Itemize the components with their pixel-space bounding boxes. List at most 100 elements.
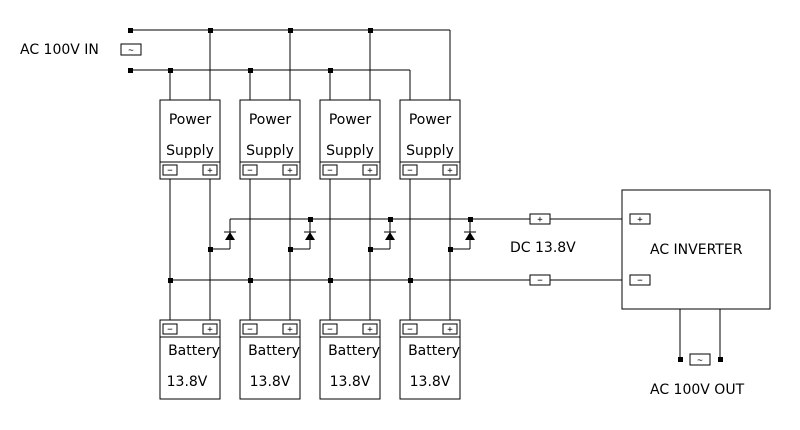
svg-text:−: − [167, 166, 173, 176]
minus-terminal [242, 164, 258, 176]
minus-terminal [322, 323, 338, 335]
svg-text:~: ~ [697, 356, 703, 366]
svg-text:+: + [367, 325, 373, 335]
power-supply-1: Power Supply − + [159, 99, 221, 180]
plus-terminal [629, 213, 651, 225]
svg-text:−: − [247, 325, 253, 335]
ac-input-wires [128, 28, 451, 100]
minus-terminal [629, 274, 651, 286]
svg-text:+: + [447, 166, 453, 176]
dc-bus-label: DC 13.8V [510, 240, 576, 256]
plus-terminal [442, 164, 458, 176]
svg-text:+: + [287, 325, 293, 335]
diode-symbol [224, 231, 236, 240]
svg-text:+: + [537, 215, 543, 225]
diode-symbol [464, 231, 476, 240]
junction-dot [388, 217, 393, 222]
battery-name: Battery [168, 343, 220, 359]
power-supply-label: Supply [326, 143, 374, 159]
junction-dot [448, 247, 453, 252]
battery-3: − + Battery 13.8V [319, 319, 381, 400]
battery-1: − + Battery 13.8V [159, 319, 221, 400]
power-supply-label: Power [409, 112, 452, 128]
plus-terminal [202, 164, 218, 176]
ac-out-label: AC 100V OUT [650, 382, 745, 398]
junction-dot [288, 28, 293, 33]
ac-output-wires [678, 309, 723, 362]
battery-voltage: 13.8V [167, 374, 208, 390]
junction-dot [248, 278, 253, 283]
power-supply-label: Supply [166, 143, 214, 159]
power-supply-4: Power Supply − + [399, 99, 461, 180]
junction-dot [328, 68, 333, 73]
svg-text:+: + [287, 166, 293, 176]
battery-4: − + Battery 13.8V [399, 319, 461, 400]
minus-terminal [162, 164, 178, 176]
battery-name: Battery [328, 343, 380, 359]
dc-minus-marker: − [529, 274, 551, 286]
battery-voltage: 13.8V [410, 374, 451, 390]
dc-plus-marker: + [529, 213, 551, 225]
battery-voltage: 13.8V [330, 374, 371, 390]
plus-terminal [282, 323, 298, 335]
battery-name: Battery [408, 343, 460, 359]
plus-terminal [282, 164, 298, 176]
plus-terminal [362, 164, 378, 176]
svg-text:−: − [637, 276, 643, 286]
power-supply-2: Power Supply − + [239, 99, 301, 180]
ac-out-terminal [718, 357, 723, 362]
junction-dot [328, 278, 333, 283]
minus-terminal [242, 323, 258, 335]
junction-dot [248, 68, 253, 73]
plus-terminal [442, 323, 458, 335]
power-supply-label: Supply [406, 143, 454, 159]
svg-text:−: − [407, 325, 413, 335]
svg-text:−: − [167, 325, 173, 335]
svg-text:+: + [207, 325, 213, 335]
ac-in-label: AC 100V IN [20, 42, 99, 58]
diode-symbol [384, 231, 396, 240]
junction-dot [468, 217, 473, 222]
dc-wiring [168, 179, 622, 320]
battery-2: − + Battery 13.8V [239, 319, 301, 400]
junction-dot [288, 247, 293, 252]
inverter-label: AC INVERTER [650, 242, 743, 258]
battery-name: Battery [248, 343, 300, 359]
junction-dot [208, 28, 213, 33]
plus-terminal [202, 323, 218, 335]
ac-in-symbol: ~ [120, 43, 142, 56]
svg-text:−: − [327, 325, 333, 335]
junction-dot [408, 278, 413, 283]
ac-inverter: AC INVERTER + − [621, 189, 771, 310]
svg-text:−: − [327, 166, 333, 176]
ac-out-symbol: ~ [689, 353, 711, 366]
diode-symbol [304, 231, 316, 240]
svg-text:~: ~ [128, 46, 134, 56]
minus-terminal [402, 164, 418, 176]
battery-voltage: 13.8V [250, 374, 291, 390]
power-supply-label: Power [169, 112, 212, 128]
minus-terminal [322, 164, 338, 176]
power-supply-3: Power Supply − + [319, 99, 381, 180]
svg-text:−: − [537, 276, 543, 286]
svg-text:−: − [247, 166, 253, 176]
svg-text:+: + [447, 325, 453, 335]
ac-in-terminal [128, 68, 133, 73]
junction-dot [368, 247, 373, 252]
junction-dot [308, 217, 313, 222]
ac-out-terminal [678, 357, 683, 362]
svg-text:+: + [637, 215, 643, 225]
ac-in-terminal [128, 28, 133, 33]
junction-dot [208, 247, 213, 252]
svg-text:−: − [407, 166, 413, 176]
minus-terminal [162, 323, 178, 335]
power-supply-label: Power [249, 112, 292, 128]
power-supply-label: Power [329, 112, 372, 128]
junction-dot [168, 68, 173, 73]
junction-dot [168, 278, 173, 283]
plus-terminal [362, 323, 378, 335]
minus-terminal [402, 323, 418, 335]
svg-text:+: + [207, 166, 213, 176]
